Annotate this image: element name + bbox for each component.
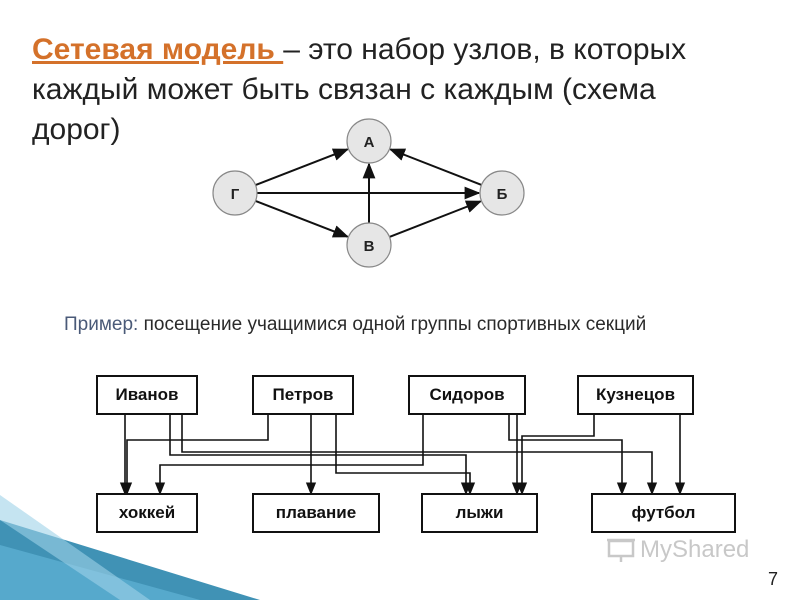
node-label: Г	[231, 186, 240, 203]
student-box-4: Кузнецов	[577, 375, 694, 415]
student-box-2-label: Петров	[273, 385, 334, 404]
student-box-3-label: Сидоров	[429, 385, 504, 404]
node-G: Г	[212, 170, 258, 216]
student-box-2-frame	[252, 375, 354, 415]
student-box-1: Иванов	[96, 375, 198, 415]
section-box-3: лыжи	[421, 493, 538, 533]
edge-B-A	[388, 148, 482, 186]
link-Петров-лыжи	[335, 414, 476, 496]
section-box-4-frame	[591, 493, 736, 533]
link-Иванов-лыжи	[169, 414, 472, 496]
example-label: Пример:	[64, 314, 139, 335]
edge-G-V	[255, 200, 350, 238]
link-Петров-хоккей	[121, 414, 269, 496]
node-B: Б	[479, 170, 525, 216]
student-box-3-frame	[408, 375, 526, 415]
edge-V-B	[389, 200, 483, 238]
example-text: посещение учащимися одной группы спортив…	[138, 314, 647, 335]
section-box-4: футбол	[591, 493, 736, 533]
node-label: В	[364, 238, 375, 255]
definition-text: – это набор узлов, в которых каждый може…	[32, 33, 687, 146]
link-Сидоров-хоккей	[154, 414, 424, 496]
edge-G-A	[255, 148, 350, 186]
node-circle	[212, 170, 258, 216]
term-network-model: Сетевая модель	[32, 33, 284, 66]
section-box-2-label: плавание	[276, 503, 356, 522]
watermark: MyShared	[606, 536, 749, 564]
student-box-2: Петров	[252, 375, 354, 415]
link-Кузнецов-лыжи	[516, 414, 595, 496]
section-box-2-frame	[252, 493, 380, 533]
node-label: Б	[497, 186, 508, 203]
presentation-icon	[607, 538, 635, 562]
node-circle	[479, 170, 525, 216]
student-box-1-label: Иванов	[115, 385, 178, 404]
student-box-1-frame	[96, 375, 198, 415]
student-box-4-frame	[577, 375, 694, 415]
student-box-4-label: Кузнецов	[596, 385, 675, 404]
section-box-3-label: лыжи	[456, 503, 504, 522]
corner-decoration	[0, 495, 260, 600]
section-box-2: плавание	[252, 493, 380, 533]
node-V: В	[346, 222, 392, 268]
section-box-4-label: футбол	[632, 503, 696, 522]
link-Иванов-футбол	[181, 414, 658, 496]
example-caption: Пример: посещение учащимися одной группы…	[64, 314, 646, 336]
section-box-3-frame	[421, 493, 538, 533]
definition-heading: Сетевая модель – это набор узлов, в кото…	[32, 30, 752, 150]
slide-number: 7	[767, 569, 778, 589]
link-Сидоров-футбол	[508, 414, 628, 496]
node-circle	[346, 222, 392, 268]
watermark-text: MyShared	[640, 536, 750, 563]
student-box-3: Сидоров	[408, 375, 526, 415]
